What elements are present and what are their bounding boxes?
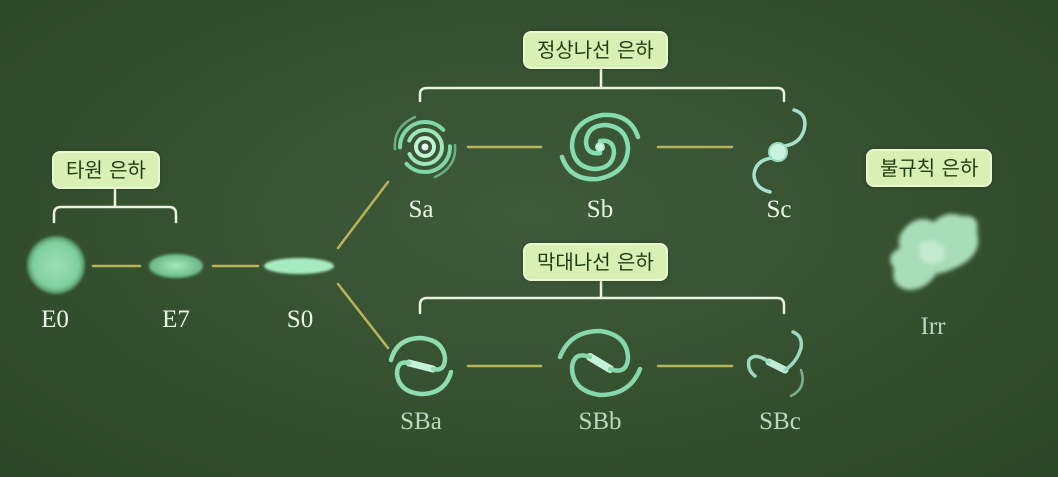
bracket-normal-spiral (418, 66, 786, 103)
label-e0: E0 (41, 306, 69, 333)
galaxy-sbc-shape (746, 330, 804, 398)
connector-lines (91, 145, 734, 368)
tag-normal-spiral-galaxy: 정상나선 은하 (523, 31, 668, 69)
galaxy-sc-shape (752, 108, 807, 194)
galaxy-irr-shape (890, 214, 979, 290)
label-s0: S0 (286, 306, 314, 333)
label-sc: Sc (766, 196, 792, 223)
tag-irregular-galaxy: 불규칙 은하 (866, 149, 993, 187)
label-sb: Sb (586, 196, 614, 223)
galaxy-sbb-shape (557, 328, 643, 398)
galaxy-sa-shape (393, 115, 457, 179)
label-sa: Sa (408, 196, 434, 223)
connector-s0-sa (336, 180, 390, 250)
galaxy-e0-shape (27, 236, 85, 294)
label-irr: Irr (920, 313, 946, 340)
bracket-barred-spiral (418, 279, 786, 315)
label-sbc: SBc (759, 408, 801, 435)
label-sbb: SBb (578, 408, 622, 435)
bracket-elliptical (52, 187, 178, 224)
tag-elliptical-galaxy: 타원 은하 (52, 151, 160, 189)
connector-s0-sba (336, 282, 390, 350)
galaxy-sba-shape (388, 335, 454, 397)
galaxy-sb-shape (559, 112, 641, 182)
galaxy-s0-shape (264, 258, 334, 274)
brackets (52, 66, 786, 315)
label-sba: SBa (400, 408, 442, 435)
tag-barred-spiral-galaxy: 막대나선 은하 (523, 243, 668, 281)
galaxy-e7-shape (149, 254, 203, 278)
label-e7: E7 (162, 306, 190, 333)
